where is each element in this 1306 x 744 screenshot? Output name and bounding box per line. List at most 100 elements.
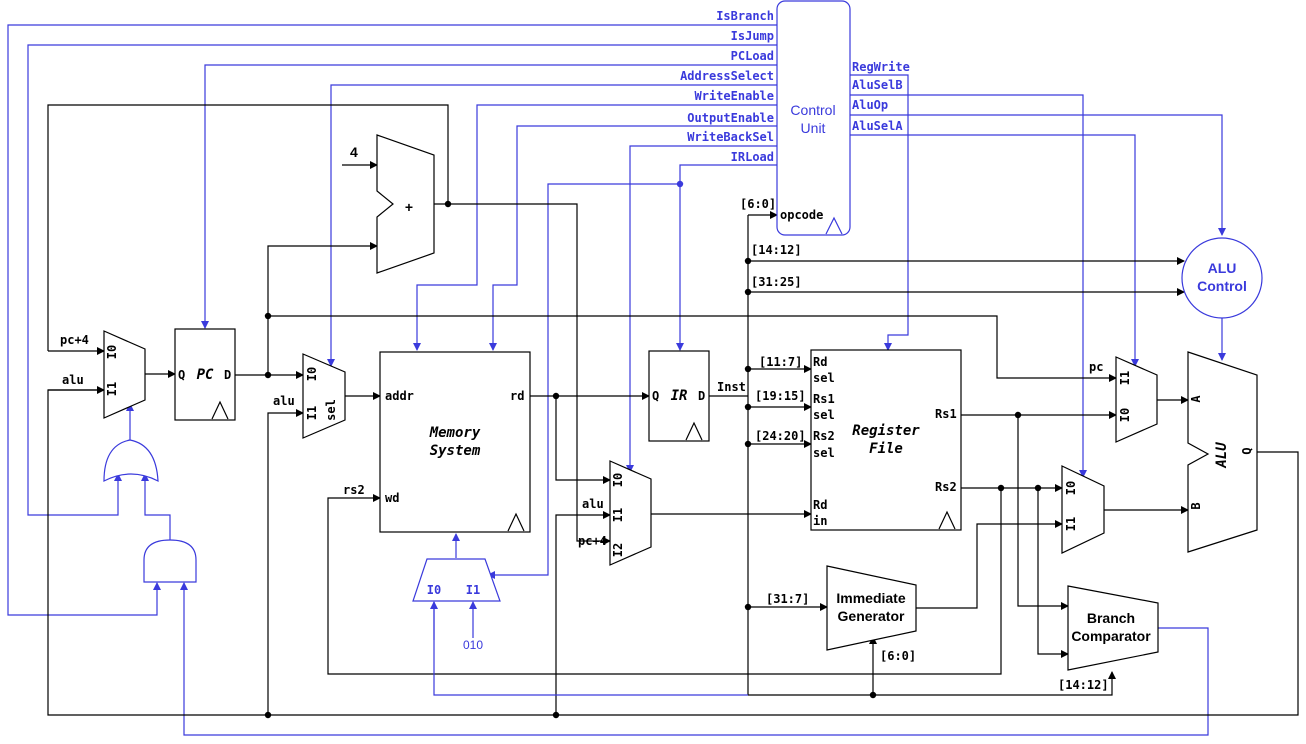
branch-title-2: Comparator	[1071, 628, 1151, 644]
alu-control-title-1: ALU	[1208, 260, 1237, 276]
regfile-bits-rd: [11:7]	[759, 355, 802, 369]
a-mux-src: pc	[1089, 360, 1103, 374]
mem-mux-i0: I0	[427, 583, 441, 597]
ir-out: Inst	[717, 380, 746, 394]
imm-title-2: Generator	[838, 608, 905, 624]
pc-mux-i0: I0	[105, 345, 119, 359]
sig-irload: IRLoad	[731, 150, 774, 164]
clock-icon	[825, 216, 843, 235]
alu-q: Q	[1240, 447, 1254, 454]
opcode-bits: [6:0]	[740, 197, 776, 211]
sig-addressselect: AddressSelect	[680, 69, 774, 83]
regfile-rs2-sel-2: sel	[813, 446, 835, 460]
mem-mux-i1: I1	[466, 583, 480, 597]
clock-icon	[685, 421, 703, 441]
memory-addr: addr	[385, 389, 414, 403]
a-mux-i0: I0	[1118, 408, 1132, 422]
alu-control-bits-b: [31:25]	[751, 275, 802, 289]
pc-d: D	[224, 368, 231, 382]
memory-system: Memory System addr rd wd rs2	[343, 351, 531, 533]
regfile-rd-sel-2: sel	[813, 371, 835, 385]
branch-bits: [14:12]	[1058, 678, 1109, 692]
data-wires	[47, 104, 1299, 719]
sig-writebacksel: WriteBackSel	[687, 130, 774, 144]
branch-title-1: Branch	[1087, 610, 1135, 626]
immediate-generator: Immediate Generator [31:7] [6:0]	[766, 565, 917, 663]
wb-mux-i1: I1	[611, 508, 625, 522]
memory-title-1: Memory	[429, 425, 481, 441]
alu-control: ALU Control [14:12] [31:25]	[751, 237, 1263, 319]
control-unit: Control Unit opcode [6:0] IsBranch IsJum…	[680, 0, 910, 236]
control-unit-title-1: Control	[790, 102, 835, 118]
alu-a-mux: I1 I0 pc	[1089, 356, 1158, 443]
control-wires	[7, 24, 1226, 736]
register-file: Register File Rd sel Rs1 sel Rs2 sel Rd …	[755, 349, 962, 531]
imm-bits-op: [6:0]	[880, 649, 916, 663]
adder-const: 4	[350, 144, 358, 160]
pc-mux-i1: I1	[105, 382, 119, 396]
alu-b: B	[1189, 502, 1203, 509]
alu-name: ALU	[1214, 442, 1230, 469]
ir-register: Q IR D Inst	[648, 350, 746, 442]
regfile-rs1-sel-2: sel	[813, 408, 835, 422]
alu-control-bits-a: [14:12]	[751, 243, 802, 257]
clock-icon	[507, 512, 525, 532]
adder-op: +	[405, 199, 413, 215]
addr-mux-src1: alu	[273, 394, 295, 408]
branch-comparator: Branch Comparator [14:12]	[1058, 585, 1159, 692]
alu: A B ALU Q	[1187, 351, 1258, 553]
regfile-rd-sel-1: Rd	[813, 355, 827, 369]
and-gate	[143, 539, 197, 583]
regfile-title-1: Register	[852, 423, 920, 439]
wb-mux-src1: alu	[582, 497, 604, 511]
wb-mux-i2: I2	[611, 543, 625, 557]
ir-d: D	[698, 389, 705, 403]
ir-name: IR	[671, 388, 688, 404]
regfile-rs2-sel-1: Rs2	[813, 429, 835, 443]
clock-icon	[211, 400, 229, 420]
clock-icon	[938, 510, 956, 530]
pc-register: Q PC D	[174, 328, 236, 421]
memory-wd-src: rs2	[343, 483, 365, 497]
pc-mux-src1: alu	[62, 373, 84, 387]
branch-logic	[103, 439, 197, 583]
regfile-rs2: Rs2	[935, 480, 957, 494]
pc-mux: I0 I1 pc+4 alu	[60, 330, 146, 419]
pc-adder: 4 +	[350, 134, 435, 274]
address-mux: I0 I1 sel alu	[273, 353, 346, 439]
b-mux-i0: I0	[1064, 481, 1078, 495]
pc-mux-src0: pc+4	[60, 333, 89, 347]
wb-mux-src2: pc+4	[578, 534, 607, 548]
sig-aluop: AluOp	[852, 98, 888, 112]
regfile-rs1: Rs1	[935, 407, 957, 421]
mem-mux-const: 010	[463, 638, 483, 652]
pc-name: PC	[197, 367, 214, 383]
regfile-rd-in-2: in	[813, 514, 827, 528]
sig-alusela: AluSelA	[852, 119, 903, 133]
alu-b-mux: I0 I1	[1061, 465, 1105, 554]
imm-title-1: Immediate	[836, 590, 905, 606]
memory-rd: rd	[510, 389, 524, 403]
sig-writeenable: WriteEnable	[695, 89, 774, 103]
imm-bits-in: [31:7]	[766, 592, 809, 606]
control-unit-title-2: Unit	[801, 120, 826, 136]
memory-wd: wd	[385, 491, 399, 505]
memory-select-mux: I0 I1 010	[412, 558, 748, 696]
regfile-bits-rs1: [19:15]	[755, 389, 806, 403]
addr-mux-i0: I0	[305, 367, 319, 381]
memory-title-2: System	[430, 443, 481, 459]
b-mux-i1: I1	[1064, 517, 1078, 531]
regfile-rd-in-1: Rd	[813, 498, 827, 512]
ir-q: Q	[652, 389, 659, 403]
sig-isjump: IsJump	[731, 29, 774, 43]
sig-regwrite: RegWrite	[852, 60, 910, 74]
regfile-rs1-sel-1: Rs1	[813, 392, 835, 406]
opcode-label: opcode	[780, 208, 823, 222]
wb-mux-i0: I0	[611, 473, 625, 487]
sig-aluselb: AluSelB	[852, 78, 903, 92]
addr-mux-sel: sel	[324, 399, 338, 421]
pc-q: Q	[178, 368, 185, 382]
alu-a: A	[1189, 395, 1203, 403]
